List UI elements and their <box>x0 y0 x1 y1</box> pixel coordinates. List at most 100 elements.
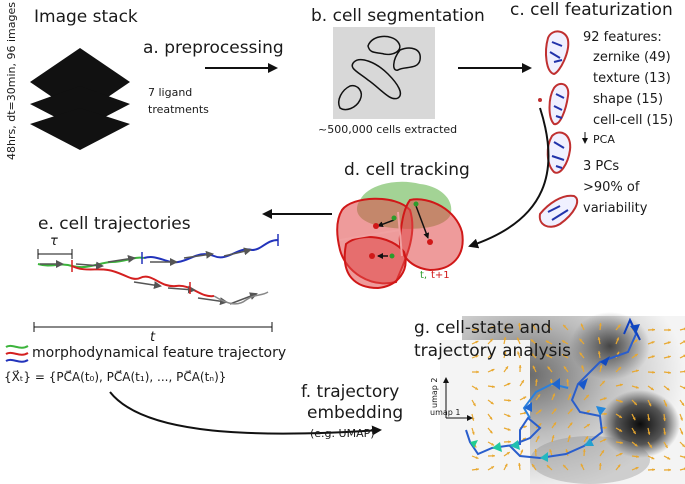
trajectory-formula: {X⃗ₜ} = {PC⃗A(t₀), PC⃗A(t₁), ..., PC⃗A(t… <box>4 370 227 384</box>
embedding-label-1: f. trajectory <box>301 382 400 402</box>
flow-vector-head <box>667 456 671 460</box>
flow-vector-head <box>652 370 655 374</box>
flow-vector-head <box>546 465 550 468</box>
flow-vector-head <box>667 341 671 345</box>
flow-vector-head <box>647 432 651 435</box>
flow-vector-head <box>532 324 535 328</box>
flow-vector-head <box>503 337 507 340</box>
flow-vector-head <box>597 351 601 354</box>
flow-vector-head <box>633 431 636 434</box>
pca-label: PCA <box>593 133 615 146</box>
flow-vector-head <box>475 456 479 459</box>
feature-texture: texture (13) <box>593 71 671 86</box>
flow-vector-head <box>649 444 652 448</box>
flow-vector-head <box>508 440 511 444</box>
flow-vector-head <box>491 326 494 329</box>
flow-vector-head <box>619 453 623 456</box>
flow-vector-head <box>552 393 555 397</box>
flow-vector-head <box>569 422 573 426</box>
flow-vector-head <box>491 466 494 469</box>
flow-vector-head <box>617 464 621 468</box>
flow-vector-head <box>668 468 671 472</box>
flow-vector-head <box>534 449 538 452</box>
flow-vector-head <box>620 441 623 445</box>
features-title: 92 features: <box>583 30 662 45</box>
flow-vector-head <box>601 450 604 454</box>
preprocessing-label: a. preprocessing <box>143 38 284 58</box>
image-stack-label: Image stack <box>34 7 138 27</box>
flow-vector-head <box>523 396 527 400</box>
flow-vector <box>679 455 685 458</box>
flow-vector-head <box>647 418 651 421</box>
flow-vector-head <box>580 323 584 327</box>
flow-vector-head <box>681 402 685 406</box>
flow-vector-head <box>635 385 639 389</box>
featurization-label: c. cell featurization <box>510 0 673 20</box>
flow-vector-head <box>490 401 494 405</box>
flow-vector-head <box>475 340 479 344</box>
flow-vector-head <box>520 449 523 453</box>
analysis-label-2: trajectory analysis <box>414 341 571 361</box>
flow-vector <box>679 340 685 345</box>
tau-label: τ <box>50 234 58 249</box>
flow-vector-head <box>634 339 638 343</box>
flow-vector <box>679 385 685 389</box>
flow-vector-head <box>634 354 638 357</box>
segmentation-image <box>333 27 435 119</box>
cells-extracted-label: ~500,000 cells extracted <box>318 123 458 136</box>
flow-vector-head <box>581 365 585 369</box>
flow-vector-head <box>536 435 540 439</box>
umap-panel <box>440 312 685 484</box>
flow-vector-head <box>531 353 534 356</box>
flow-vector-head <box>664 403 667 407</box>
variability-line-2: variability <box>583 201 648 216</box>
flow-vector-head <box>521 380 524 384</box>
flow-vector-head <box>652 328 655 332</box>
flow-vector-head <box>518 323 521 326</box>
time-t1-label: t+1 <box>431 270 450 281</box>
flow-vector <box>679 328 685 331</box>
embedding-label-2: embedding <box>307 403 404 423</box>
flow-vector-head <box>635 369 639 373</box>
tracking-cells-image <box>336 181 464 290</box>
flow-vector-head <box>602 380 605 384</box>
flow-vector-head <box>489 338 493 342</box>
umap-trajectory <box>465 317 641 462</box>
flow-vector-head <box>651 355 655 359</box>
flow-vector-head <box>599 365 603 368</box>
flow-vector-head <box>508 399 511 402</box>
flow-vector-head <box>636 455 639 458</box>
flow-vector-head <box>585 436 588 440</box>
flow-vector-head <box>505 366 508 370</box>
flow-vector-head <box>507 382 511 386</box>
flow-vector-head <box>598 463 602 466</box>
flow-vector-head <box>504 463 508 467</box>
flow-vector-head <box>579 338 583 342</box>
flow-vector-head <box>618 415 622 418</box>
flow-vector-head <box>518 365 522 368</box>
flow-vector-head <box>532 464 535 468</box>
flow-vector-head <box>668 328 671 332</box>
flow-vector-head <box>634 402 637 405</box>
flow-vector-head <box>566 379 570 382</box>
flow-vector-head <box>507 414 511 417</box>
pcs-label: 3 PCs <box>583 159 620 174</box>
flow-vector-head <box>490 353 493 356</box>
flow-vector-head <box>667 355 671 359</box>
umap2-axis-label: umap 2 <box>430 377 439 408</box>
legend-swatch <box>5 344 29 363</box>
flow-vector-head <box>632 417 636 421</box>
flow-vector-head <box>651 456 655 460</box>
flow-vector-head <box>652 468 655 472</box>
flow-vector-head <box>565 449 569 453</box>
flow-vector-head <box>553 422 556 426</box>
flow-vector-head <box>665 445 668 448</box>
umap1-axis-label: umap 1 <box>430 408 461 417</box>
flow-vector <box>679 370 685 373</box>
feature-zernike: zernike (49) <box>593 50 671 65</box>
flow-vector-head <box>537 394 541 398</box>
flow-vector <box>679 354 685 359</box>
image-stack-icon <box>30 48 130 150</box>
flow-vector-head <box>618 367 621 370</box>
